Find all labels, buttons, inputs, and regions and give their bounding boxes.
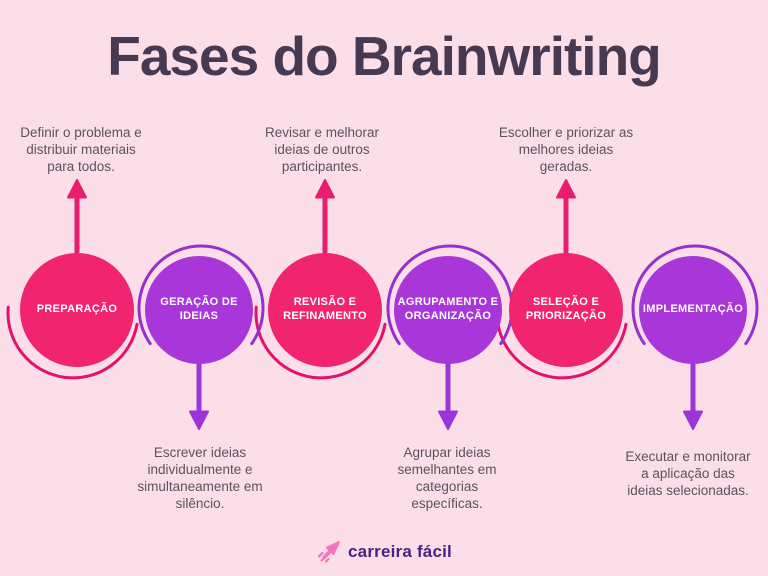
- arrow-up-3: [315, 179, 335, 255]
- phase-note-above-3: Revisar e melhorar ideias de outros part…: [264, 125, 380, 174]
- arrow-up-right-icon: [317, 541, 341, 563]
- brand-footer: carreira fácil: [0, 537, 768, 567]
- phase-circle-preparacao: PREPARAÇÃO: [20, 253, 134, 367]
- phase-label: IMPLEMENTAÇÃO: [642, 303, 744, 316]
- ring-arc-2: [137, 244, 265, 346]
- arrow-down-6: [683, 359, 703, 430]
- phase-circle-geracao-de-ideias: GERAÇÃO DE IDEIAS: [145, 256, 253, 364]
- brand-name: carreira fácil: [348, 542, 452, 561]
- ring-arc-3: [254, 305, 387, 380]
- ring-arc-5: [495, 305, 628, 380]
- phase-note-below-2: Escrever ideias individualmente e simult…: [137, 445, 263, 511]
- arrow-up-5: [556, 179, 576, 255]
- arrow-down-4: [438, 359, 458, 430]
- phase-label: REVISÃO E REFINAMENTO: [283, 296, 367, 322]
- phase-label: SELEÇÃO E PRIORIZAÇÃO: [525, 296, 607, 322]
- phase-circle-revisao-e-refinamento: REVISÃO E REFINAMENTO: [268, 253, 382, 367]
- phase-circle-selecao-e-priorizacao: SELEÇÃO E PRIORIZAÇÃO: [509, 253, 623, 367]
- arrow-down-2: [189, 359, 209, 430]
- phase-label: AGRUPAMENTO E ORGANIZAÇÃO: [397, 296, 499, 322]
- phase-circle-implementacao: IMPLEMENTAÇÃO: [639, 256, 747, 364]
- phase-label: GERAÇÃO DE IDEIAS: [160, 296, 238, 322]
- phase-note-above-1: Definir o problema e distribuir materiai…: [20, 125, 142, 174]
- phase-note-below-4: Agrupar ideias semelhantes em categorias…: [397, 445, 497, 511]
- phase-note-below-6: Executar e monitorar a aplicação das ide…: [625, 449, 751, 498]
- phase-note-above-5: Escolher e priorizar as melhores ideias …: [498, 125, 634, 174]
- phase-label: PREPARAÇÃO: [36, 303, 118, 316]
- ring-arc-1: [6, 305, 139, 380]
- phase-circle-agrupamento-e-organizacao: AGRUPAMENTO E ORGANIZAÇÃO: [394, 256, 502, 364]
- page-title: Fases do Brainwriting: [107, 25, 662, 87]
- ring-arc-6: [631, 244, 759, 346]
- arrow-up-1: [67, 179, 87, 255]
